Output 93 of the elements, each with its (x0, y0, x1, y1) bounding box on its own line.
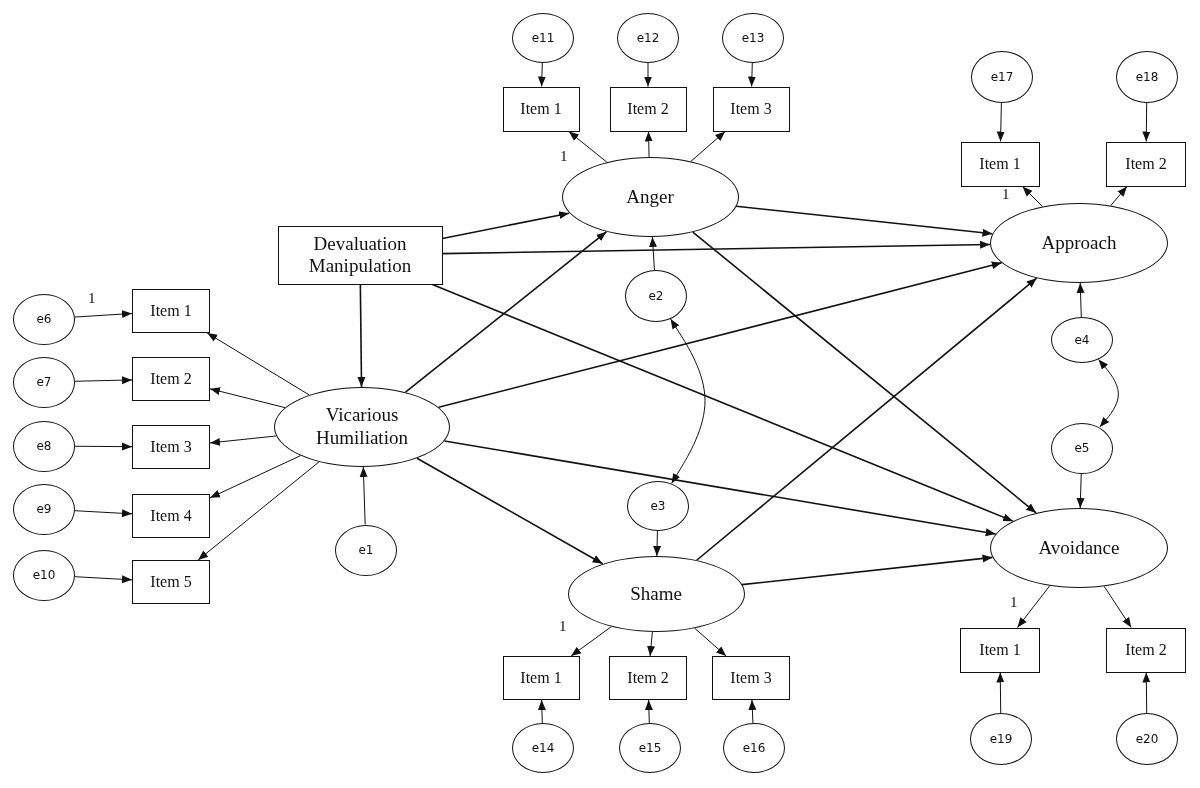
latent-variable-ellipse: Vicarious Humiliation (274, 387, 450, 467)
path-arrow (695, 277, 1038, 562)
path-arrow (1142, 102, 1151, 142)
path-arrow (441, 240, 991, 255)
error-term-circle: e8 (13, 420, 75, 472)
latent-variable-ellipse: Avoidance (990, 508, 1168, 588)
observed-item-box: Item 5 (132, 560, 210, 604)
path-arrow (670, 318, 706, 484)
edge-label: 1 (558, 619, 568, 634)
path-arrow (1076, 473, 1085, 509)
path-arrow (692, 231, 1037, 514)
path-arrow (209, 455, 302, 499)
error-term-circle: e20 (1116, 713, 1178, 765)
path-arrow (437, 261, 1003, 409)
path-arrow (1098, 358, 1119, 428)
path-arrow (404, 231, 608, 394)
path-arrow (197, 461, 320, 561)
path-arrow (694, 627, 727, 657)
observed-item-box: Item 1 (960, 627, 1040, 673)
path-arrow (690, 131, 726, 162)
path-arrow (74, 310, 133, 319)
path-arrow (996, 672, 1005, 714)
error-term-circle: e16 (723, 723, 785, 773)
edge-label: 1 (1009, 595, 1019, 610)
observed-item-box: Item 1 (960, 141, 1040, 187)
latent-variable-ellipse: Shame (567, 556, 745, 632)
path-arrow (206, 332, 310, 396)
error-term-circle: e1 (335, 524, 397, 576)
path-arrow (209, 435, 277, 446)
path-arrow (1022, 186, 1043, 207)
error-term-circle: e6 (13, 293, 75, 345)
path-arrow (357, 283, 366, 388)
path-arrow (653, 530, 662, 557)
path-arrow (735, 205, 994, 237)
error-term-circle: e13 (722, 13, 784, 63)
latent-variable-ellipse: Approach (990, 203, 1168, 283)
observed-item-box: Item 1 (132, 289, 210, 333)
path-arrow (644, 131, 653, 158)
path-arrow (74, 509, 133, 518)
path-arrow (741, 554, 994, 586)
observed-item-box: Item 4 (132, 494, 210, 538)
error-term-circle: e7 (13, 356, 75, 408)
edge-label: 1 (87, 291, 97, 306)
observed-item-box: Item 3 (712, 86, 790, 132)
path-arrow (74, 575, 133, 584)
edge-label: 1 (559, 149, 569, 164)
path-arrow (209, 387, 286, 409)
path-arrow (748, 699, 757, 724)
manipulation-box: Devaluation Manipulation (277, 225, 443, 285)
error-term-circle: e11 (512, 13, 574, 63)
error-term-circle: e17 (971, 51, 1033, 103)
path-arrow (647, 631, 656, 657)
error-term-circle: e19 (970, 713, 1032, 765)
error-term-circle: e9 (13, 483, 75, 535)
path-arrow (1142, 672, 1151, 714)
observed-item-box: Item 3 (712, 656, 790, 700)
edge-label: 1 (1001, 187, 1011, 202)
observed-item-box: Item 2 (1106, 141, 1186, 187)
path-arrow (996, 102, 1005, 142)
path-arrow (570, 626, 612, 657)
observed-item-box: Item 3 (132, 425, 210, 469)
path-arrow (431, 283, 1014, 522)
path-arrow (537, 699, 546, 724)
path-arrow (74, 442, 133, 451)
path-arrow (1016, 585, 1051, 628)
observed-item-box: Item 2 (609, 656, 687, 700)
path-arrow (1076, 282, 1085, 318)
error-term-circle: e15 (619, 723, 681, 773)
path-arrow (747, 62, 756, 87)
path-arrow (537, 62, 546, 87)
path-arrow (644, 62, 652, 87)
error-term-circle: e10 (13, 549, 75, 601)
error-term-circle: e3 (627, 481, 689, 531)
error-term-circle: e18 (1116, 51, 1178, 103)
error-term-circle: e5 (1051, 422, 1113, 474)
path-arrow (416, 457, 604, 565)
path-arrow (441, 211, 570, 240)
path-arrow (649, 236, 657, 271)
observed-item-box: Item 2 (132, 357, 210, 401)
path-arrow (644, 699, 653, 724)
path-arrow (443, 440, 997, 537)
observed-item-box: Item 1 (502, 656, 580, 700)
path-arrow (1110, 186, 1128, 207)
error-term-circle: e14 (512, 723, 574, 773)
path-arrow (359, 466, 368, 525)
error-term-circle: e2 (625, 270, 687, 322)
observed-item-box: Item 1 (502, 86, 580, 132)
error-term-circle: e4 (1051, 317, 1113, 363)
path-arrow (568, 131, 608, 163)
path-arrow (74, 376, 133, 385)
observed-item-box: Item 2 (1106, 627, 1186, 673)
error-term-circle: e12 (617, 13, 679, 63)
observed-item-box: Item 2 (609, 86, 687, 132)
